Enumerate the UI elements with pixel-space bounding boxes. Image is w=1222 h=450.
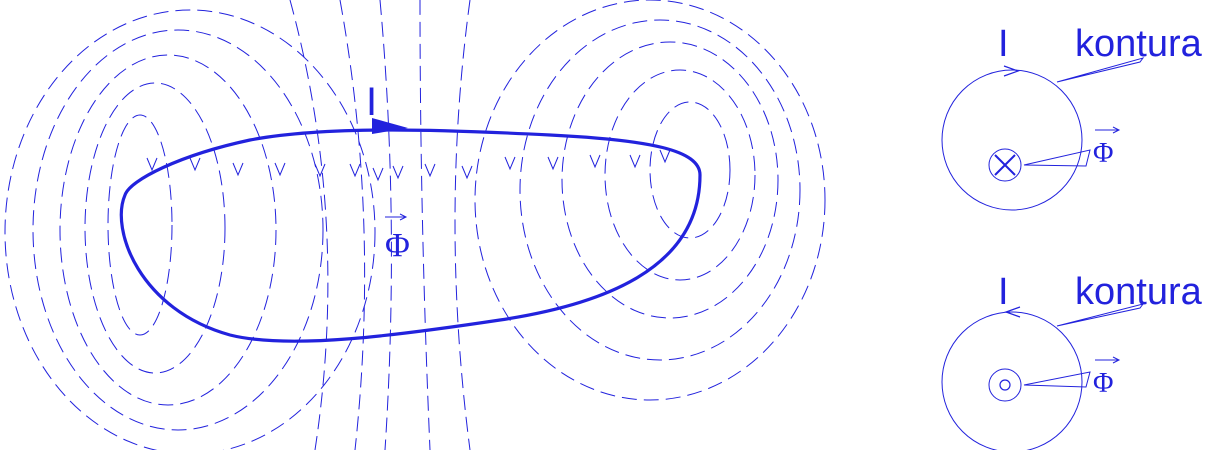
field-arrow — [659, 149, 671, 164]
contour-label: kontura — [1075, 23, 1203, 65]
field-arrow — [274, 162, 286, 177]
flux-label: Φ — [1093, 138, 1113, 169]
flux-label-group: Φ — [385, 213, 410, 264]
field-arrow — [392, 165, 404, 180]
field-line-left-2 — [84, 82, 226, 374]
field-arrow — [547, 156, 559, 171]
contour-pointer — [1056, 57, 1145, 83]
current-loop — [119, 128, 702, 343]
field-arrow — [372, 167, 384, 182]
cross-icon — [994, 154, 1016, 176]
field-arrow — [314, 163, 326, 178]
field-arrow — [589, 154, 601, 169]
vector-arrowhead-icon — [399, 213, 408, 221]
flux-pointer — [1023, 371, 1091, 388]
current-label: I — [366, 80, 377, 124]
contour-label: kontura — [1075, 271, 1203, 313]
field-line-center-3 — [379, 0, 392, 450]
field-arrow — [349, 163, 361, 178]
field-line-center-4 — [419, 0, 431, 450]
field-line-center-2 — [339, 0, 366, 450]
field-arrow — [629, 154, 641, 169]
field-line-left-1 — [107, 114, 173, 336]
inset-into-page: Φ I kontura — [941, 23, 1203, 211]
contour-pointer — [1056, 303, 1145, 327]
vector-arrowhead-icon — [1112, 126, 1121, 134]
field-line-left-4 — [32, 29, 324, 431]
field-line-right-4 — [519, 19, 801, 361]
contour-arrow-icon — [1004, 306, 1021, 318]
field-arrow — [424, 163, 436, 178]
field-line-center-5 — [454, 0, 471, 450]
field-line-left-5 — [4, 9, 376, 450]
flux-pointer — [1023, 149, 1091, 167]
contour-circle — [941, 69, 1083, 211]
field-line-right-2 — [604, 69, 756, 281]
field-arrow — [146, 157, 158, 172]
field-arrow — [504, 156, 516, 171]
flux-symbol-circle — [988, 148, 1022, 182]
current-direction-arrow — [372, 118, 408, 134]
flux-symbol-circle — [988, 368, 1022, 402]
contour-circle — [941, 311, 1083, 450]
field-arrow — [461, 165, 473, 180]
field-line-right-3 — [561, 41, 779, 319]
current-label: I — [998, 271, 1009, 313]
flux-label: Φ — [385, 227, 410, 264]
dot-icon — [999, 379, 1011, 391]
field-line-left-3 — [59, 54, 277, 406]
field-line-right-5 — [474, 0, 826, 401]
field-lines — [4, 0, 826, 450]
field-line-center-1 — [289, 0, 329, 450]
field-arrow — [189, 157, 201, 172]
field-arrow — [232, 162, 244, 177]
vector-arrowhead-icon — [1112, 356, 1121, 364]
flux-label: Φ — [1093, 368, 1113, 399]
inset-out-of-page: Φ I kontura — [941, 271, 1203, 450]
contour-arrow-icon — [1003, 65, 1020, 77]
current-label: I — [998, 23, 1009, 65]
field-line-right-1 — [649, 101, 731, 239]
field-arrows — [146, 149, 671, 182]
